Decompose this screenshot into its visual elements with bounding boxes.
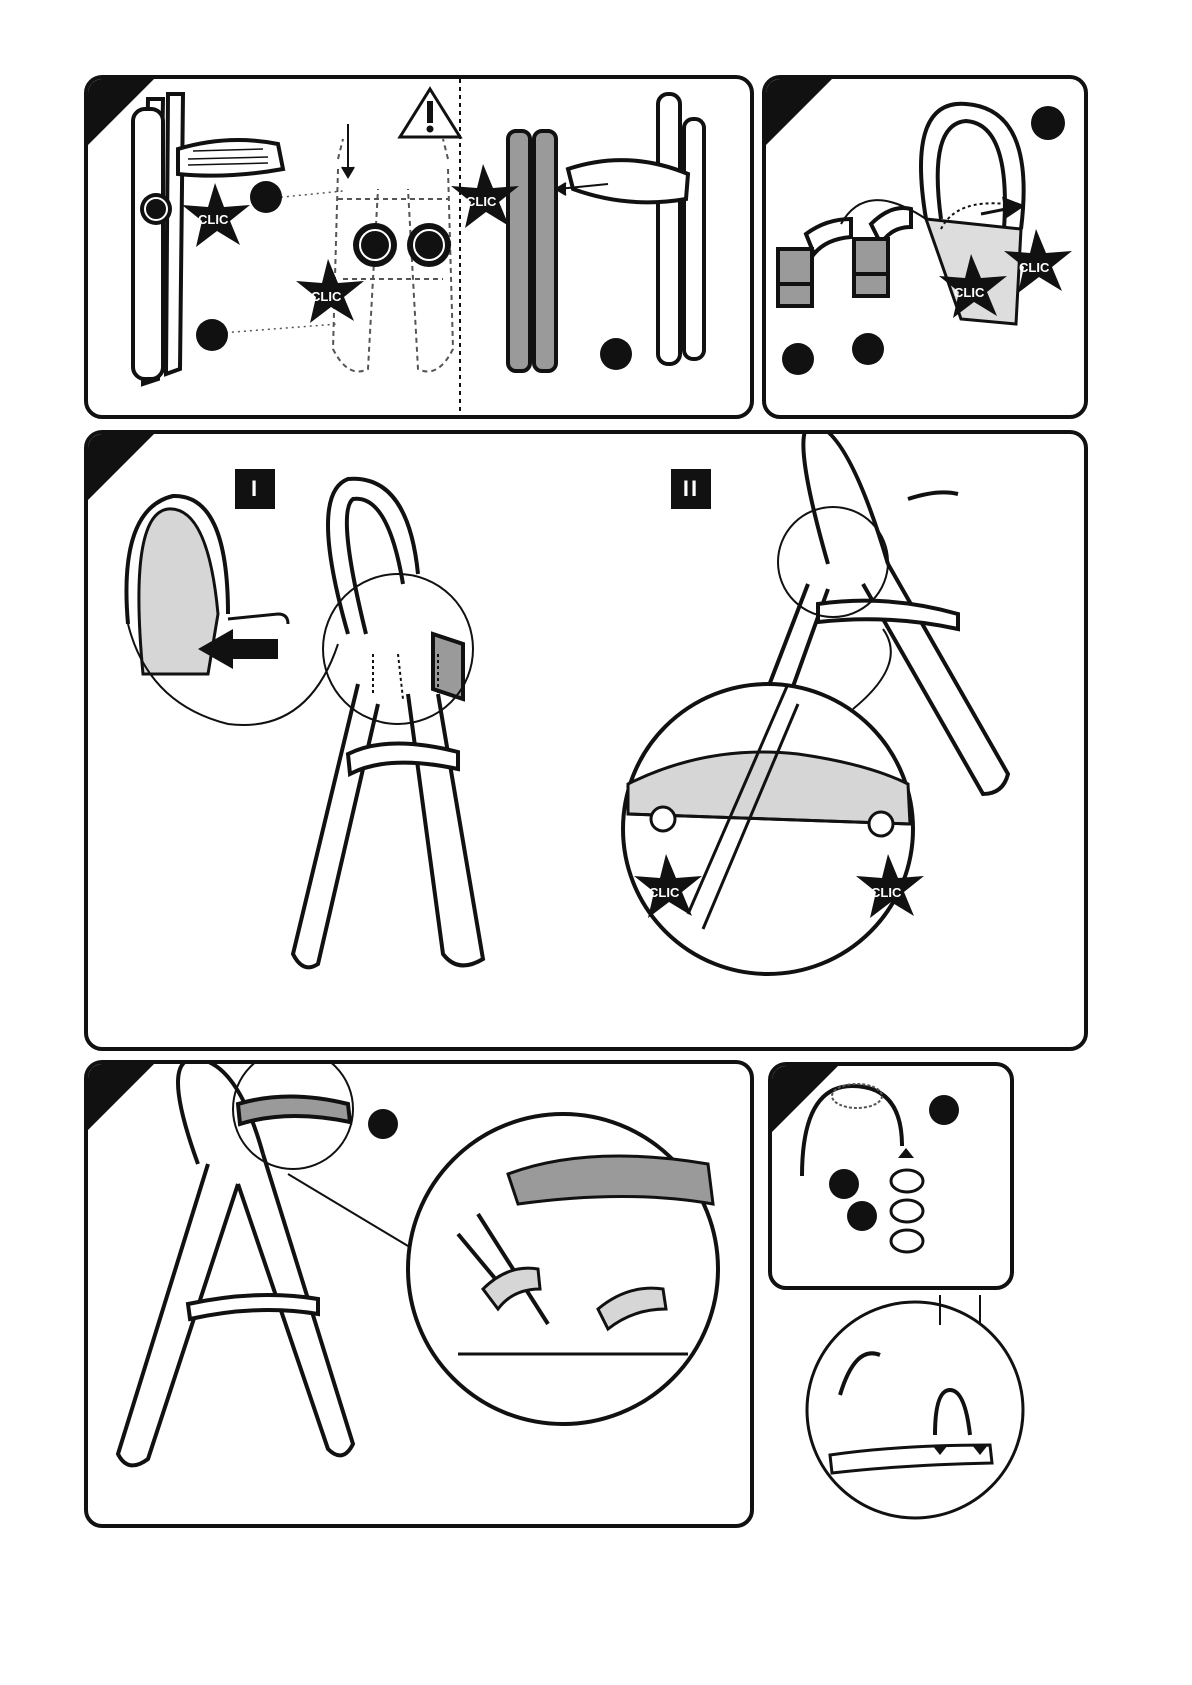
handle-parts bbox=[778, 208, 911, 306]
panel-step-2: CLIC CLIC bbox=[762, 75, 1088, 419]
zoom-circle-detail bbox=[623, 684, 913, 974]
folded-frame-right bbox=[508, 94, 704, 371]
arrow-icon bbox=[342, 124, 354, 177]
panel-3-illustration: CLIC CLIC bbox=[88, 434, 1084, 1047]
clic-label: CLIC bbox=[871, 885, 902, 900]
toybar-attach-detail bbox=[800, 1295, 1030, 1525]
toy-rings bbox=[891, 1170, 923, 1252]
arrow-icon bbox=[373, 654, 438, 699]
panel-step-3: I II bbox=[84, 430, 1088, 1051]
panel-step-1: CLIC CLIC CLIC bbox=[84, 75, 754, 419]
warning-triangle-icon bbox=[400, 89, 460, 137]
arrow-icon bbox=[898, 1148, 914, 1158]
clic-label: CLIC bbox=[198, 212, 229, 227]
toy-bar bbox=[802, 1086, 902, 1176]
panel-2-illustration: CLIC CLIC bbox=[766, 79, 1084, 415]
panel-step-5 bbox=[768, 1062, 1014, 1290]
panel-4-illustration bbox=[88, 1064, 750, 1524]
clic-label: CLIC bbox=[649, 885, 680, 900]
clic-label: CLIC bbox=[466, 194, 497, 209]
panel-1-illustration: CLIC CLIC CLIC bbox=[88, 79, 750, 415]
clic-label: CLIC bbox=[311, 289, 342, 304]
numbered-marker-icon bbox=[368, 1109, 398, 1139]
zoom-circle-tray bbox=[408, 1114, 718, 1424]
clic-label: CLIC bbox=[1019, 260, 1050, 275]
panel-step-4 bbox=[84, 1060, 754, 1528]
clic-label: CLIC bbox=[954, 285, 985, 300]
clic-star-icon: CLIC bbox=[182, 183, 250, 247]
panel-5-illustration bbox=[772, 1066, 1010, 1286]
clic-star-icon: CLIC bbox=[296, 259, 364, 323]
